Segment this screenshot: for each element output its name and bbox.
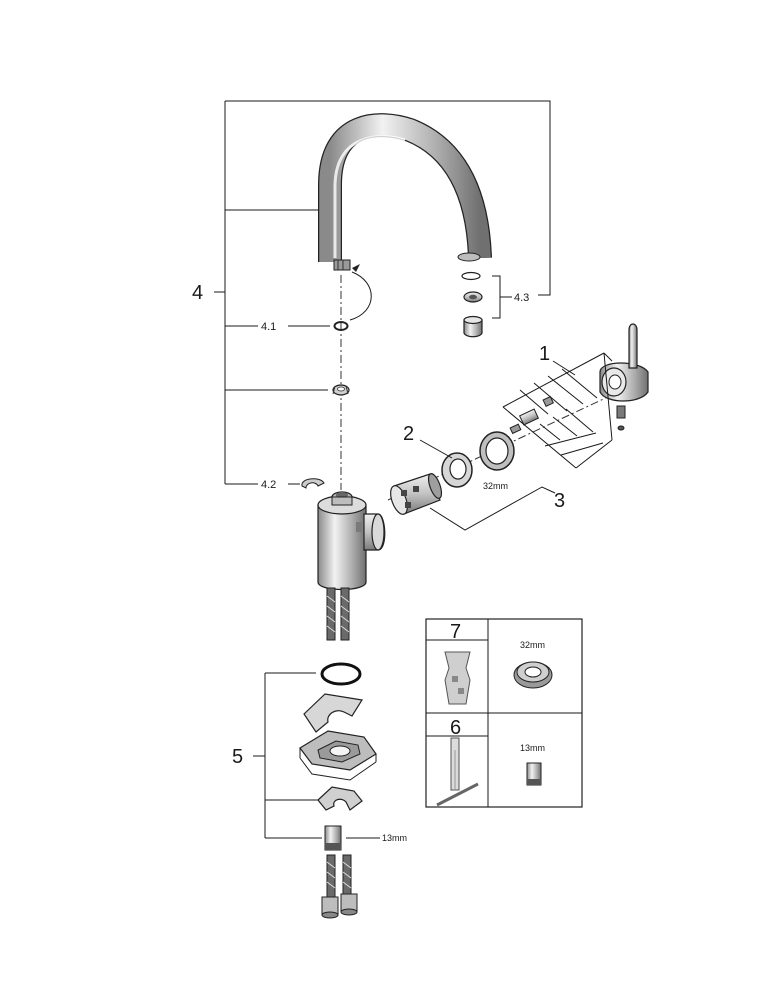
label-part-1: 1 [539,343,550,365]
tool-7-nut-icon [513,661,553,689]
bracket-5 [253,672,380,839]
leader-part-3 [429,486,556,531]
horseshoe-washer [303,693,363,733]
tool-6-key-icon [436,737,479,807]
tool-7-puller-icon [444,651,471,705]
bracket-4 [214,100,551,485]
label-part-4-3: 4.3 [514,292,529,304]
cartridge [390,473,443,515]
label-part-2: 2 [403,423,414,445]
label-part-3: 3 [554,490,565,512]
tools-box [425,618,583,808]
flexible-hoses-lower [321,854,358,919]
tool-7-number: 7 [450,621,461,643]
spout [318,113,492,272]
tool-7-size: 32mm [520,640,545,650]
flexible-hoses-upper [326,587,350,641]
o-ring-large [320,662,362,686]
fork-clip [317,786,363,811]
threaded-sleeve [324,825,342,851]
tool-6-sleeve-icon [526,762,542,786]
leader-part-1 [552,360,576,376]
cartridge-nut-part-2 [441,452,473,488]
bearing-ring [332,384,350,396]
leader-part-2 [419,439,453,459]
tool-6-number: 6 [450,717,461,739]
label-part-4: 4 [192,282,203,304]
retaining-clip-4-2 [301,478,325,489]
tap-body [317,491,386,591]
escutcheon-ring [479,431,515,471]
label-dim-13mm: 13mm [382,833,407,843]
tool-6-size: 13mm [520,743,545,753]
label-part-4-1: 4.1 [261,321,276,333]
o-ring-4-1 [333,321,349,331]
callout-lines-1-3 [502,352,613,469]
fixing-plate [299,730,377,781]
handle-lever-part-1 [599,323,649,431]
lever-adapter [509,395,554,435]
label-part-4-2: 4.2 [261,479,276,491]
rotation-arrow-icon [349,271,372,321]
label-part-5: 5 [232,746,243,768]
label-dim-32mm: 32mm [483,481,508,491]
aerator-parts [461,271,483,338]
